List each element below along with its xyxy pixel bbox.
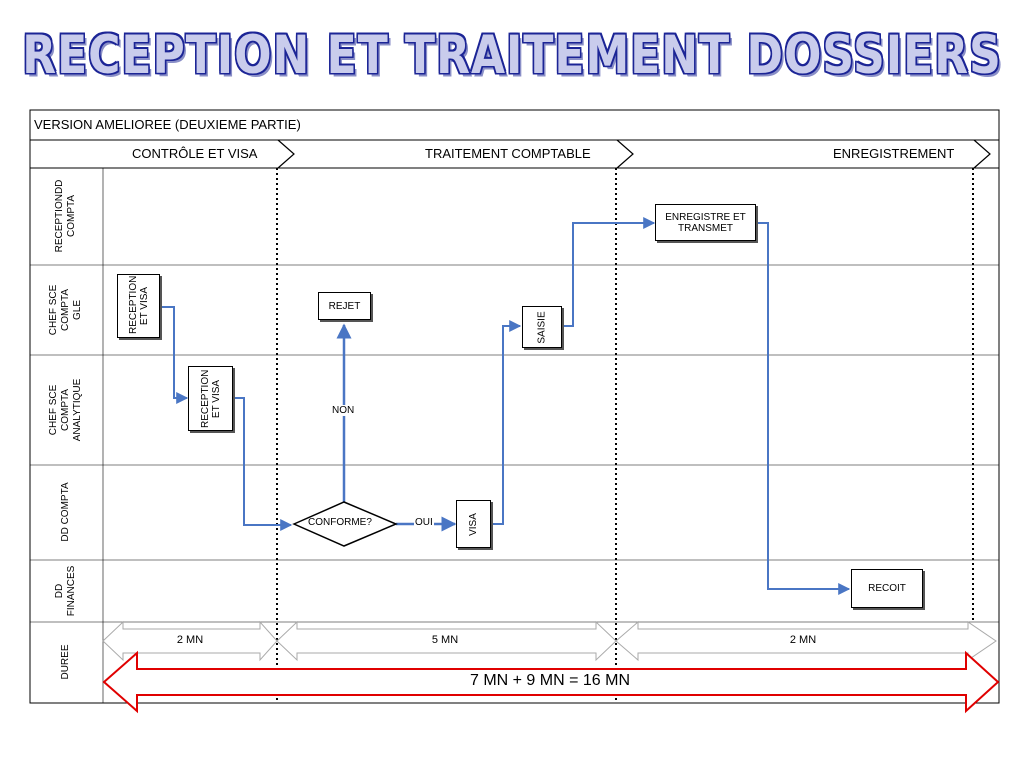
phase-chevron [973, 139, 991, 169]
lane-label-dd-finances: DD FINANCES [54, 565, 77, 617]
total-duration-arrow [102, 650, 1000, 714]
reception-visa-box-2: RECEPTION ET VISA [188, 366, 233, 431]
conforme-decision-diamond [292, 501, 398, 547]
non-label: NON [331, 405, 356, 416]
visa-label: VISA [467, 512, 479, 536]
lane-label-reception-dd-compta: RECEPTIONDD COMPTA [54, 179, 77, 253]
lane-label-chef-sce-compta-gle: CHEF SCE COMPTA GLE [48, 284, 83, 336]
diagram-frame [29, 109, 1000, 704]
flow-connector [562, 217, 656, 327]
saisie-box: SAISIE [522, 306, 562, 348]
saisie-label: SAISIE [536, 310, 548, 344]
flow-connector [233, 397, 293, 531]
phase-chevron [616, 139, 634, 169]
rejet-label: REJET [328, 300, 361, 312]
enregistre-transmet-label: ENREGISTRE ET TRANSMET [665, 211, 746, 234]
duration-traitement-comptable: 5 MN [431, 634, 459, 646]
phase-chevron [277, 139, 295, 169]
page-title: RECEPTION ET TRAITEMENT DOSSIERS [22, 24, 1002, 87]
recoit-box: RECOIT [851, 569, 923, 608]
reception-visa-label-2: RECEPTION ET VISA [199, 369, 222, 428]
lane-label-dd-compta: DD COMPTA [60, 482, 71, 542]
phase-controle-visa: CONTRÔLE ET VISA [132, 146, 258, 161]
oui-label: OUI [414, 517, 434, 528]
title-container: RECEPTION ET TRAITEMENT DOSSIERS [0, 25, 1024, 86]
flow-connector [756, 222, 851, 595]
conforme-label: CONFORME? [308, 517, 372, 528]
flow-connector [160, 306, 189, 404]
reception-visa-label-1: RECEPTION ET VISA [127, 275, 150, 334]
duration-arrow [615, 620, 997, 662]
phase-enregistrement: ENREGISTREMENT [833, 146, 955, 161]
duration-controle-visa: 2 MN [176, 634, 204, 646]
flow-connector [491, 320, 522, 525]
phase-traitement-comptable: TRAITEMENT COMPTABLE [425, 146, 591, 161]
lane-label-chef-sce-compta-analytique: CHEF SCE COMPTA ANALYTIQUE [48, 378, 83, 442]
recoit-label: RECOIT [868, 583, 906, 594]
lane-label-duree: DUREE [60, 644, 71, 680]
total-duration-label: 7 MN + 9 MN = 16 MN [469, 672, 631, 689]
version-label: VERSION AMELIOREE (DEUXIEME PARTIE) [34, 117, 301, 132]
rejet-box: REJET [318, 292, 371, 320]
visa-box: VISA [456, 500, 491, 548]
enregistre-transmet-box: ENREGISTRE ET TRANSMET [655, 204, 756, 241]
reception-visa-box-1: RECEPTION ET VISA [117, 274, 160, 338]
duration-enregistrement: 2 MN [789, 634, 817, 646]
